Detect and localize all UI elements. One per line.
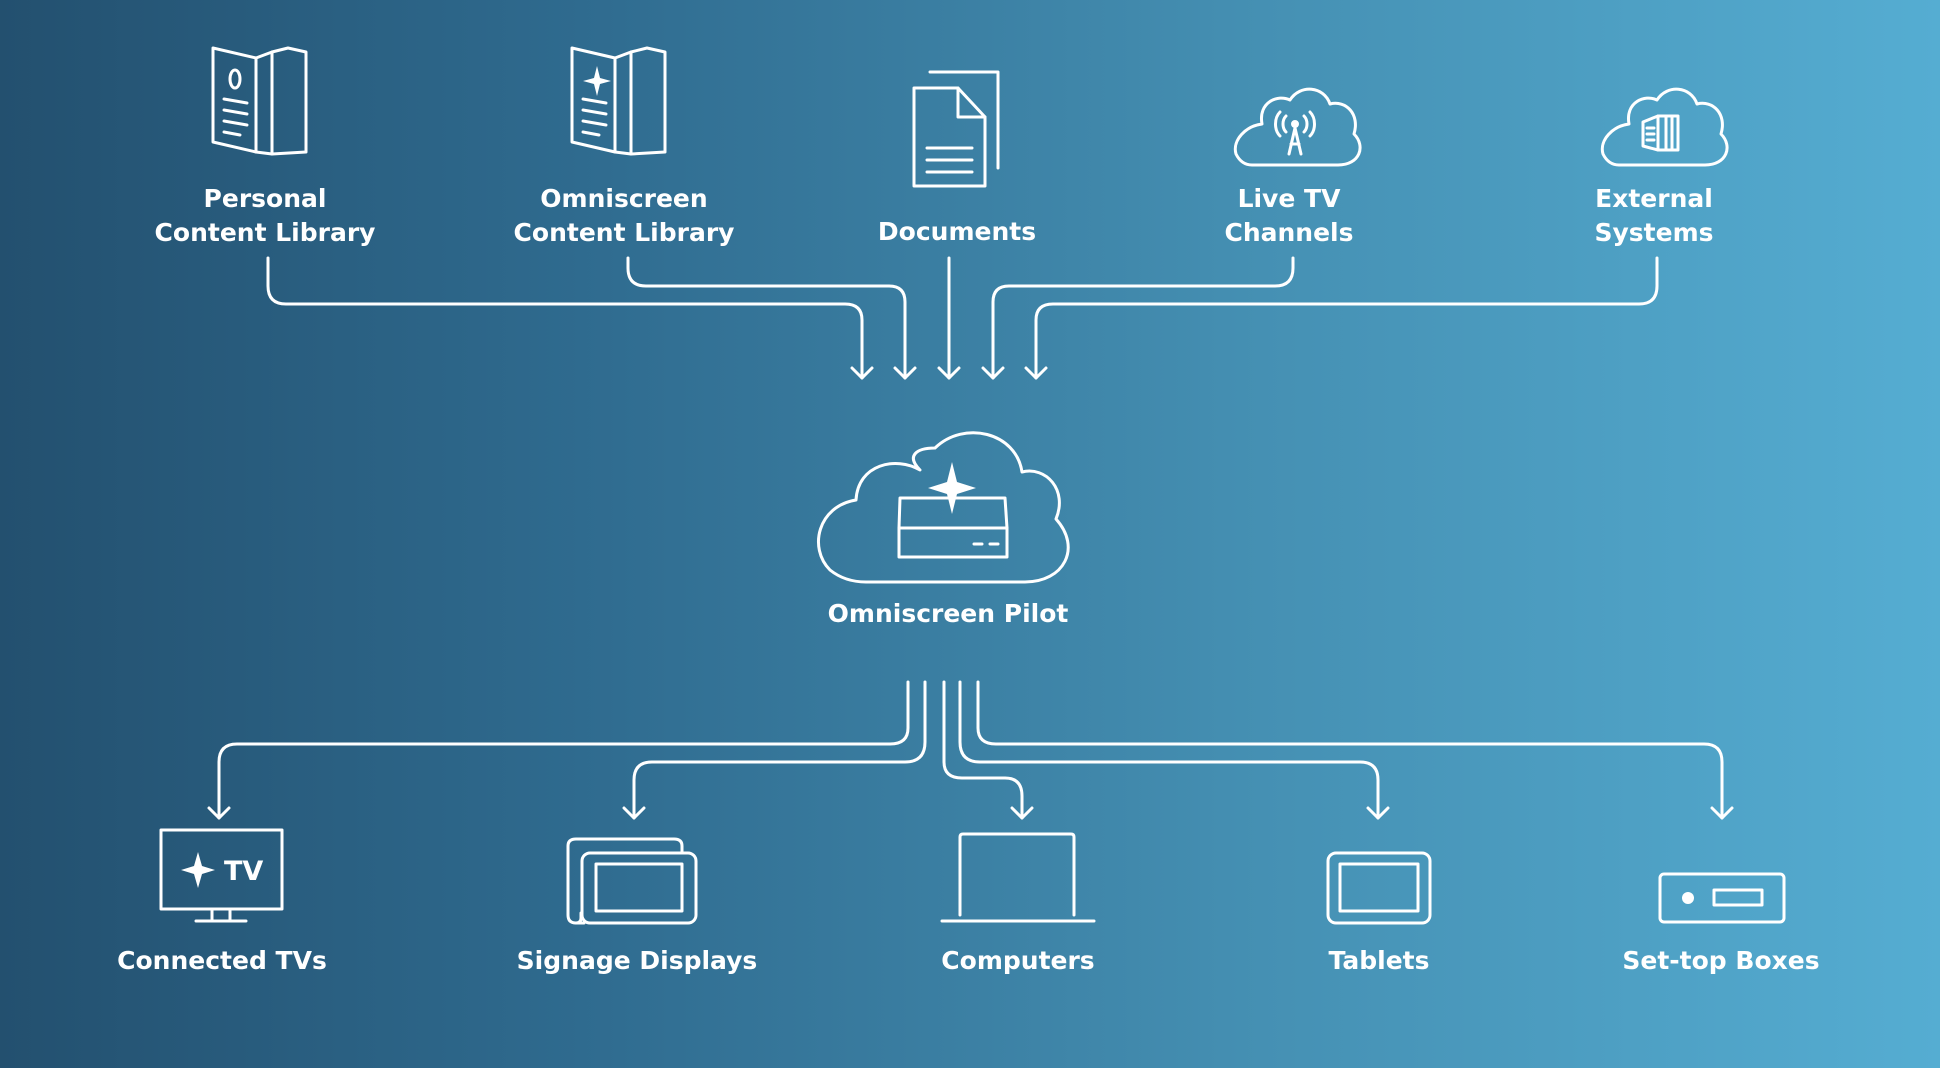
tv-icon-text: TV [224, 856, 263, 887]
live-tv-cloud-icon [1233, 87, 1362, 167]
personal-library-icon [211, 46, 308, 156]
laptop-icon [940, 832, 1096, 923]
omniscreen-library-icon [570, 46, 667, 156]
pilot-cloud-icon [817, 431, 1070, 584]
external-systems-cloud-icon [1600, 87, 1729, 167]
signage-display-icon [566, 837, 698, 925]
tv-icon [159, 828, 284, 923]
sparkle-icon [583, 66, 611, 96]
destination-label-tablets: Tablets [1328, 946, 1430, 975]
tablet-icon [1326, 851, 1432, 925]
hub-label: Omniscreen Pilot [827, 599, 1069, 628]
power-indicator-icon [1682, 892, 1694, 904]
destination-label-connected-tvs: Connected TVs [117, 946, 327, 975]
documents-icon [912, 70, 1000, 188]
tv-sparkle-icon [181, 852, 215, 888]
destination-label-set-top: Set-top Boxes [1622, 946, 1820, 975]
pilot-sparkle-icon [928, 462, 976, 514]
destination-label-computers: Computers [941, 946, 1095, 975]
incoming-connectors [266, 256, 1659, 380]
outgoing-connectors [207, 680, 1734, 820]
set-top-box-icon [1658, 872, 1786, 924]
destination-label-signage: Signage Displays [516, 946, 758, 975]
source-label-documents: Documents [877, 217, 1037, 246]
